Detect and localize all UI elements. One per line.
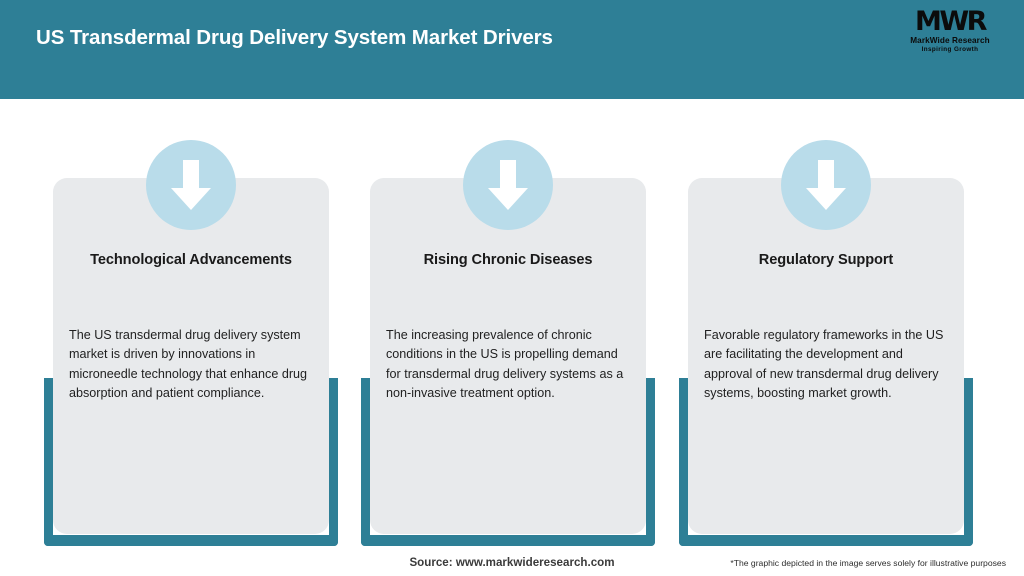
down-arrow-icon bbox=[463, 140, 553, 230]
page-title: US Transdermal Drug Delivery System Mark… bbox=[36, 26, 553, 49]
card-panel: Regulatory Support Favorable regulatory … bbox=[688, 178, 964, 534]
source-credit: Source: www.markwideresearch.com bbox=[409, 556, 615, 569]
card-title: Technological Advancements bbox=[90, 252, 292, 268]
logo-monogram-icon: MWR bbox=[915, 6, 987, 37]
card-title: Rising Chronic Diseases bbox=[423, 252, 593, 268]
card-accent-frame bbox=[44, 378, 338, 546]
down-arrow-icon bbox=[146, 140, 236, 230]
driver-card-rising-chronic-diseases: Rising Chronic Diseases The increasing p… bbox=[361, 140, 655, 550]
down-arrow-icon bbox=[781, 140, 871, 230]
disclaimer-note: *The graphic depicted in the image serve… bbox=[730, 558, 1006, 568]
logo-company-name: MarkWide Research bbox=[910, 36, 990, 45]
driver-card-technological-advancements: Technological Advancements The US transd… bbox=[44, 140, 338, 550]
card-panel: Technological Advancements The US transd… bbox=[53, 178, 329, 534]
logo-tagline: Inspiring Growth bbox=[921, 46, 979, 53]
card-panel: Rising Chronic Diseases The increasing p… bbox=[370, 178, 646, 534]
markwide-research-logo: MWR MarkWide Research Inspiring Growth bbox=[898, 8, 1002, 60]
card-accent-frame bbox=[679, 378, 973, 546]
driver-card-regulatory-support: Regulatory Support Favorable regulatory … bbox=[679, 140, 973, 550]
card-description: The increasing prevalence of chronic con… bbox=[386, 328, 624, 401]
card-description: Favorable regulatory frameworks in the U… bbox=[704, 328, 944, 401]
card-accent-frame bbox=[361, 378, 655, 546]
card-title: Regulatory Support bbox=[758, 252, 894, 268]
card-description: The US transdermal drug delivery system … bbox=[69, 328, 308, 401]
header-bar: US Transdermal Drug Delivery System Mark… bbox=[0, 0, 1024, 99]
